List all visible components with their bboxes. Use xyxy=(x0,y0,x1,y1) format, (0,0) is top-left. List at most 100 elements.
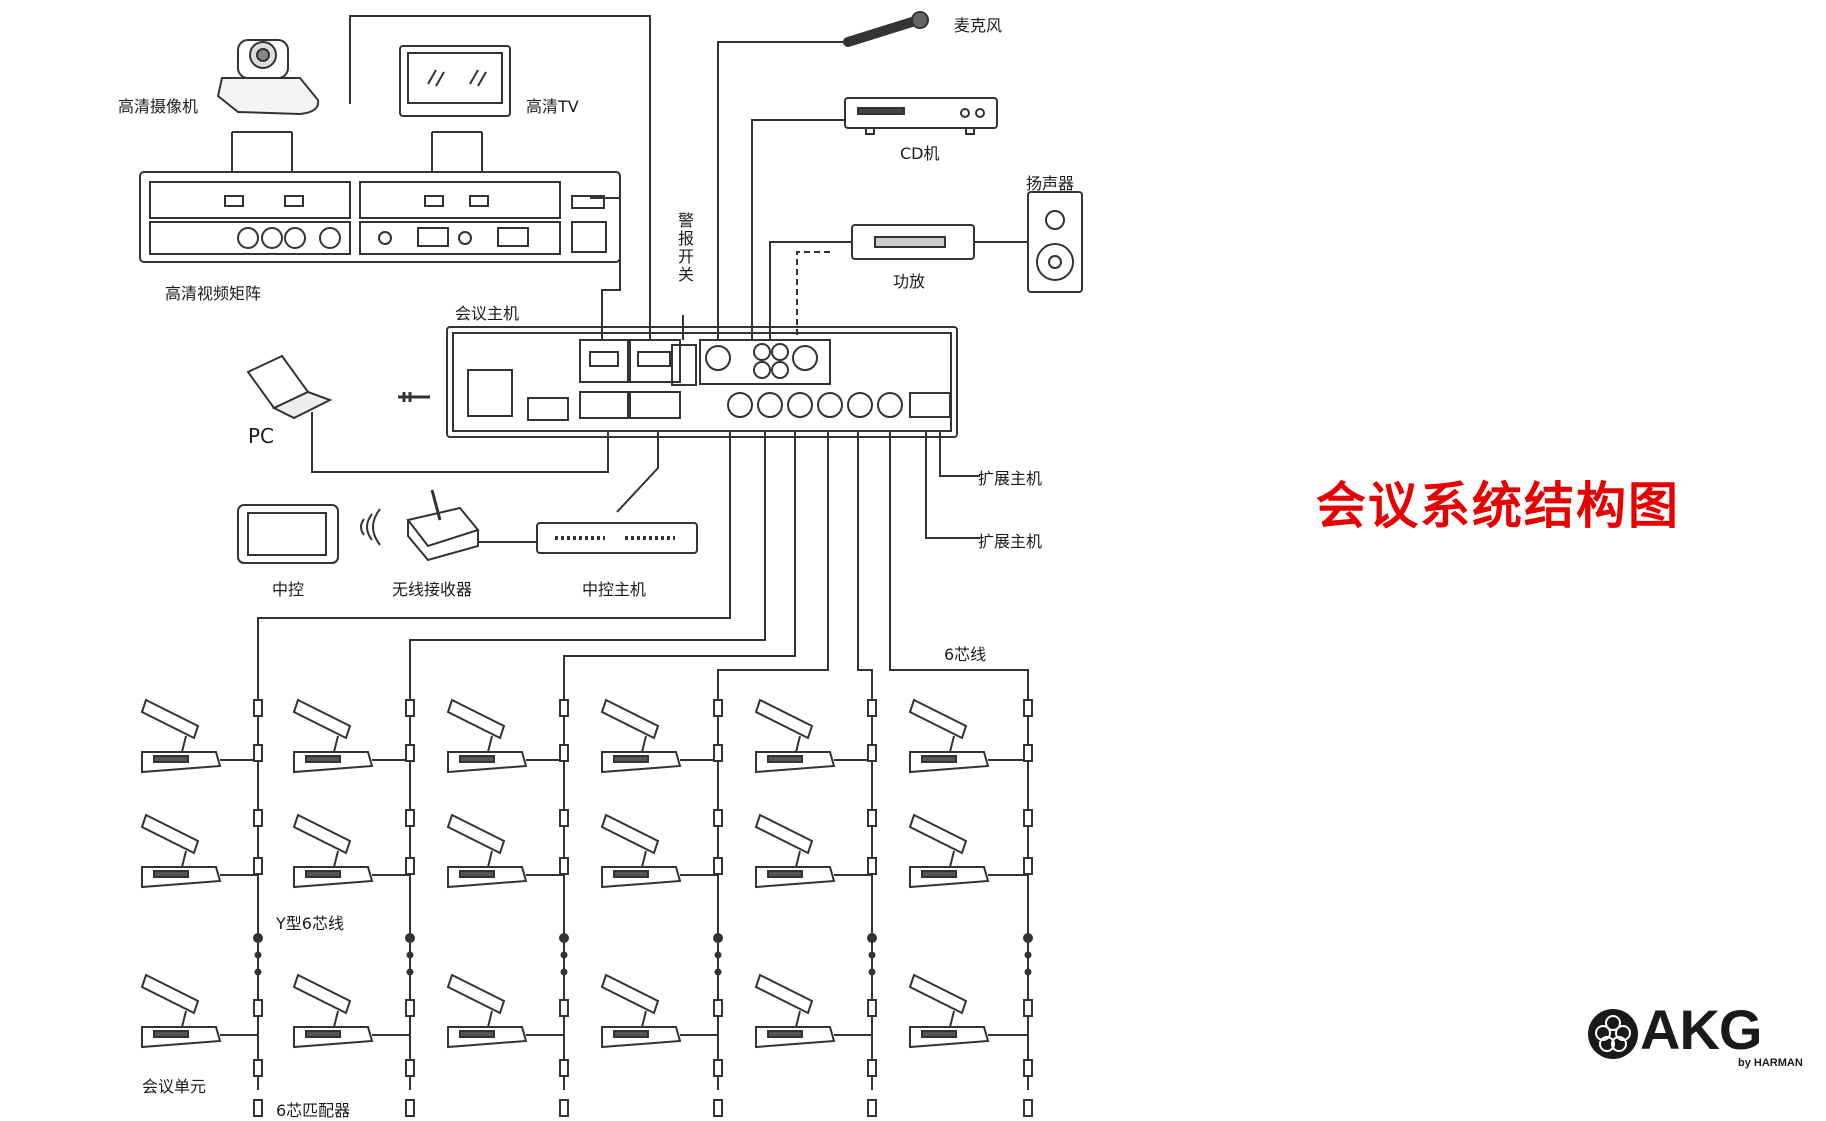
conference-unit-icon xyxy=(754,973,836,1049)
conference-unit-icon xyxy=(446,698,528,774)
six-core-adapter-icon xyxy=(253,999,263,1017)
pc-laptop-icon xyxy=(246,354,333,420)
six-core-adapter-icon xyxy=(1023,857,1033,875)
six-core-adapter-icon xyxy=(867,857,877,875)
label-six-core-cable: 6芯线 xyxy=(944,645,987,664)
six-core-adapter-icon xyxy=(559,857,569,875)
six-core-adapter-icon xyxy=(1023,809,1033,827)
conference-unit-icon xyxy=(908,973,990,1049)
conference-unit-icon xyxy=(446,813,528,889)
six-core-adapter-icon xyxy=(713,809,723,827)
continuation-dot xyxy=(1023,933,1033,943)
six-core-adapter-icon xyxy=(405,999,415,1017)
continuation-dot xyxy=(560,951,568,959)
six-core-adapter-icon xyxy=(1023,744,1033,762)
label-cd-player: CD机 xyxy=(900,144,940,163)
continuation-dot xyxy=(867,933,877,943)
six-core-adapter-icon xyxy=(867,999,877,1017)
six-core-adapter-icon xyxy=(1023,1059,1033,1077)
six-core-adapter-icon xyxy=(253,744,263,762)
label-six-core-adapter: 6芯匹配器 xyxy=(276,1101,351,1120)
six-core-adapter-icon xyxy=(867,1059,877,1077)
continuation-dot xyxy=(868,968,876,976)
conference-host-device xyxy=(446,326,958,438)
six-core-adapter-icon xyxy=(559,1059,569,1077)
conference-unit-icon xyxy=(600,698,682,774)
continuation-dot xyxy=(406,951,414,959)
six-core-adapter-icon xyxy=(867,809,877,827)
speaker-icon xyxy=(1027,191,1083,293)
conference-unit-icon xyxy=(140,973,222,1049)
six-core-adapter-icon xyxy=(867,744,877,762)
six-core-adapter-icon xyxy=(559,744,569,762)
logo-brand-text: AKG xyxy=(1640,998,1762,1061)
amplifier-icon xyxy=(851,224,975,260)
central-control-tablet-icon xyxy=(237,504,339,564)
continuation-dot xyxy=(560,968,568,976)
label-conference-unit: 会议单元 xyxy=(142,1077,207,1096)
conference-unit-icon xyxy=(754,698,836,774)
continuation-dot xyxy=(1024,968,1032,976)
six-core-adapter-icon xyxy=(253,857,263,875)
continuation-dot xyxy=(1024,951,1032,959)
continuation-dot xyxy=(405,933,415,943)
wireless-receiver-icon xyxy=(406,489,480,562)
six-core-adapter-icon xyxy=(253,699,263,717)
six-core-adapter-icon xyxy=(713,999,723,1017)
continuation-dot xyxy=(254,951,262,959)
six-core-adapter-icon xyxy=(405,1059,415,1077)
conference-unit-icon xyxy=(908,813,990,889)
continuation-dot xyxy=(406,968,414,976)
logo-sub-text: by HARMAN xyxy=(1738,1057,1803,1069)
conference-unit-icon xyxy=(140,698,222,774)
label-alarm-switch: 警报开关 xyxy=(675,212,694,284)
label-hd-tv: 高清TV xyxy=(526,97,579,116)
label-hd-matrix: 高清视频矩阵 xyxy=(165,284,262,303)
label-control-host: 中控主机 xyxy=(582,580,647,599)
conference-unit-icon xyxy=(446,973,528,1049)
continuation-dot xyxy=(714,951,722,959)
six-core-adapter-icon xyxy=(713,744,723,762)
continuation-dot xyxy=(714,968,722,976)
six-core-adapter-icon xyxy=(1023,999,1033,1017)
continuation-dot xyxy=(253,933,263,943)
six-core-adapter-icon xyxy=(713,1099,723,1117)
six-core-adapter-icon xyxy=(405,857,415,875)
continuation-dot xyxy=(868,951,876,959)
conference-unit-icon xyxy=(292,973,374,1049)
microphone-icon xyxy=(843,11,929,47)
hd-tv-icon xyxy=(399,45,511,117)
six-core-adapter-icon xyxy=(713,857,723,875)
continuation-dot xyxy=(254,968,262,976)
conference-unit-icon xyxy=(908,698,990,774)
label-wireless-receiver: 无线接收器 xyxy=(392,580,473,599)
label-pc: PC xyxy=(248,424,275,448)
six-core-adapter-icon xyxy=(405,699,415,717)
conference-unit-icon xyxy=(754,813,836,889)
conference-unit-icon xyxy=(140,813,222,889)
label-central-control: 中控 xyxy=(272,580,305,599)
hd-matrix-device xyxy=(139,171,621,263)
six-core-adapter-icon xyxy=(559,1099,569,1117)
hd-camera-icon xyxy=(216,39,320,116)
conference-unit-icon xyxy=(292,813,374,889)
label-conference-host: 会议主机 xyxy=(455,304,520,323)
continuation-dot xyxy=(713,933,723,943)
label-expansion-1: 扩展主机 xyxy=(978,469,1043,488)
conference-unit-icon xyxy=(600,813,682,889)
label-amplifier: 功放 xyxy=(893,272,926,291)
six-core-adapter-icon xyxy=(867,699,877,717)
diagram-title: 会议系统结构图 xyxy=(1316,477,1680,535)
label-speaker: 扬声器 xyxy=(1026,174,1075,193)
label-hd-camera: 高清摄像机 xyxy=(118,97,199,116)
conference-unit-icon xyxy=(600,973,682,1049)
six-core-adapter-icon xyxy=(559,699,569,717)
six-core-adapter-icon xyxy=(559,999,569,1017)
six-core-adapter-icon xyxy=(559,809,569,827)
six-core-adapter-icon xyxy=(405,744,415,762)
six-core-adapter-icon xyxy=(253,1059,263,1077)
akg-logo-mark-icon xyxy=(1588,1009,1638,1059)
label-microphone: 麦克风 xyxy=(954,16,1003,35)
label-y-cable: Y型6芯线 xyxy=(276,914,344,933)
